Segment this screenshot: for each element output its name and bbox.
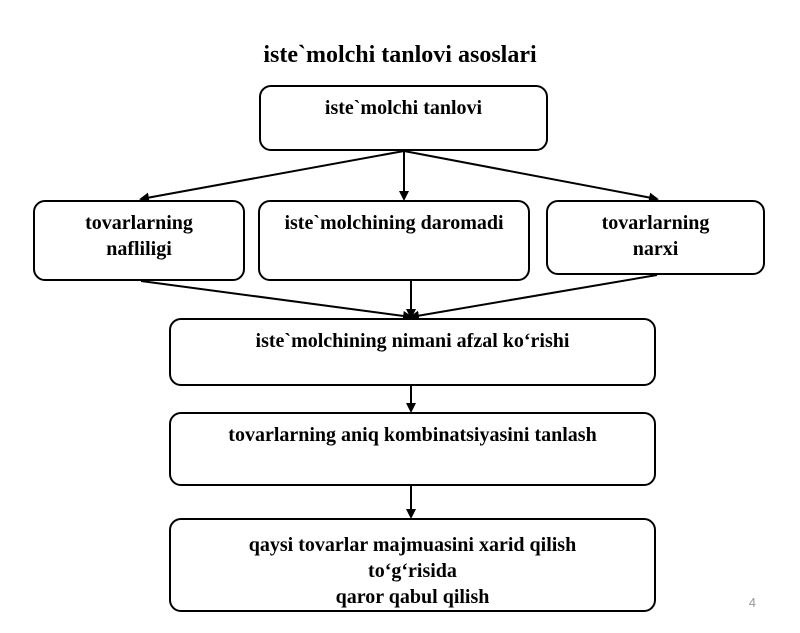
node-consumer-preference: iste`molchining nimani afzal ko‘rishi <box>169 318 656 386</box>
node-line: qaysi tovarlar majmuasini xarid qilish <box>248 534 577 556</box>
node-line: iste`molchi tanlovi <box>324 97 483 119</box>
node-line: qaror qabul qilish <box>335 586 490 608</box>
node-line: iste`molchining daromadi <box>284 212 504 234</box>
node-line: nafliligi <box>106 238 172 260</box>
node-consumer-income: iste`molchining daromadi <box>258 200 530 281</box>
arrow-top-to-left <box>139 150 405 203</box>
node-line: tovarlarning <box>601 212 710 234</box>
node-line: iste`molchining nimani afzal ko‘rishi <box>255 330 570 352</box>
node-purchase-decision: qaysi tovarlar majmuasini xarid qilish t… <box>169 518 656 612</box>
node-line: tovarlarning <box>85 212 193 234</box>
node-line: tovarlarning aniq kombinatsiyasini tanla… <box>228 424 597 446</box>
node-goods-utility: tovarlarning nafliligi <box>33 200 245 281</box>
arrow-right-to-preference <box>409 274 658 321</box>
page-number: 4 <box>748 595 756 610</box>
node-goods-combination: tovarlarning aniq kombinatsiyasini tanla… <box>169 412 656 486</box>
arrow-top-to-right <box>403 150 659 203</box>
node-line: to‘g‘risida <box>368 560 457 582</box>
node-line: narxi <box>632 238 679 260</box>
node-consumer-choice: iste`molchi tanlovi <box>259 85 548 151</box>
diagram-title: iste`molchi tanlovi asoslari <box>263 42 537 68</box>
arrow-left-to-preference <box>140 280 413 321</box>
node-goods-price: tovarlarning narxi <box>546 200 765 275</box>
